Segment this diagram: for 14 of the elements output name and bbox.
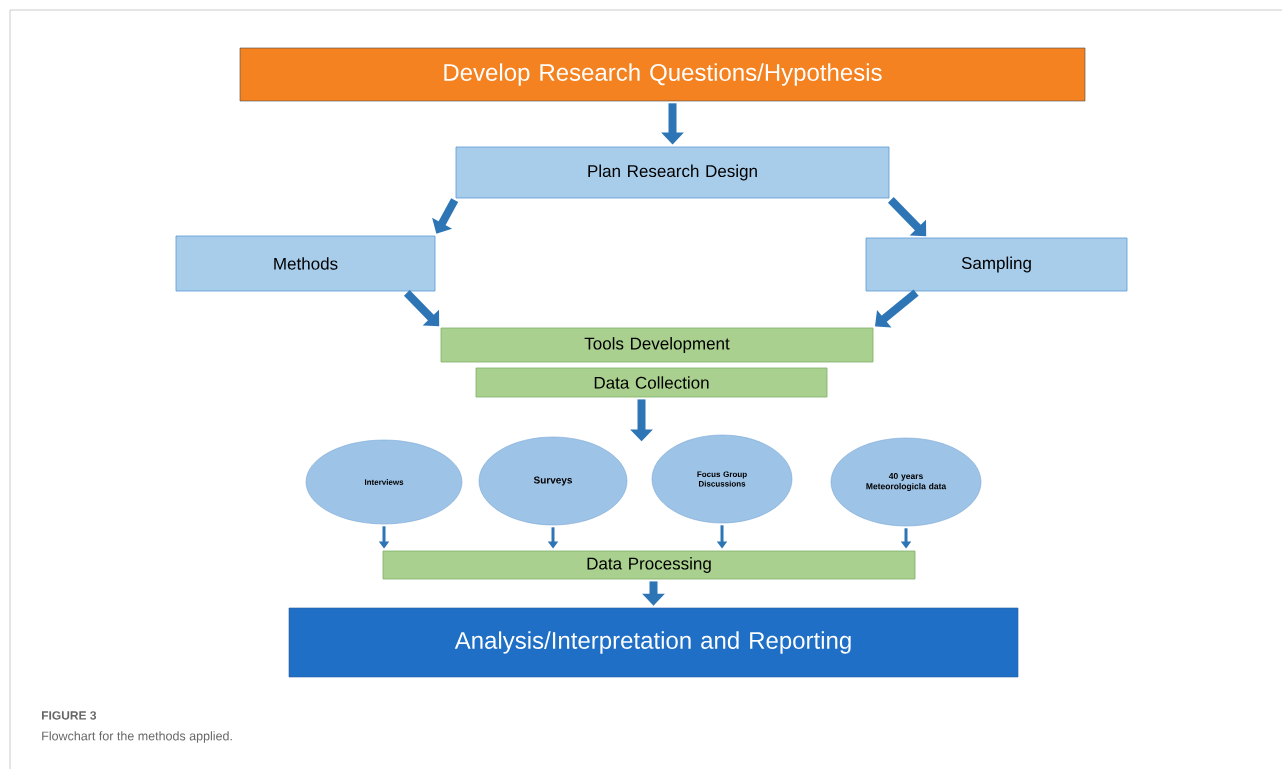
block-arrow [875,289,919,328]
figure-number: FIGURE 3 [42,711,97,720]
caption: Flowchart for the methods applied. [42,731,232,743]
block-arrow [403,290,440,327]
process-box: Data Processing [382,550,916,580]
block-arrow [887,197,927,237]
block-arrow [432,198,459,234]
process-box: Tools Development [440,327,874,363]
result-box: Analysis/Interpretation and Reporting [288,607,1019,678]
process-box: Sampling [865,237,1128,292]
process-box: Data Collection [475,367,828,398]
title-box: Develop Research Questions/Hypothesis [239,47,1086,102]
process-box: Plan Research Design [455,146,890,199]
process-box: Methods [175,235,436,292]
